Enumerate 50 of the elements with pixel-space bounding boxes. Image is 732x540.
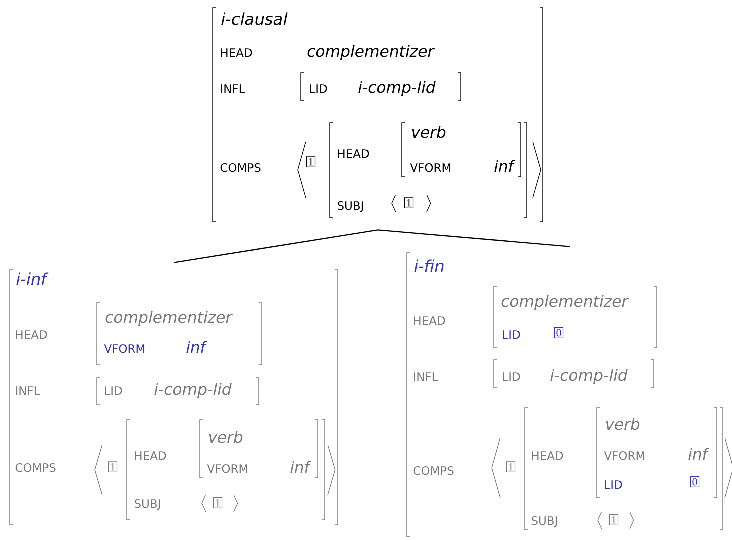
- feature-name: HEAD: [338, 150, 370, 158]
- feature-value: verb: [209, 431, 243, 444]
- tag-box: 1: [506, 462, 516, 472]
- feature-value: verb: [606, 418, 640, 430]
- tree-line: [174, 230, 378, 264]
- feature-name: COMPS: [414, 466, 454, 476]
- tag-box: 1: [108, 462, 118, 472]
- feature-name: SUBJ: [532, 516, 558, 528]
- feature-name: INFL: [221, 84, 246, 93]
- feature-name: COMPS: [16, 463, 56, 472]
- tag-box: 0: [690, 476, 700, 488]
- feature-name: SUBJ: [134, 499, 160, 510]
- tag-box: 1: [404, 198, 414, 208]
- tag-box: 1: [213, 498, 223, 508]
- type-label: i-inf: [16, 272, 49, 285]
- feature-name: HEAD: [221, 48, 252, 57]
- feature-value: inf: [688, 448, 710, 460]
- feature-name: VFORM: [410, 163, 451, 172]
- feature-name: LID: [503, 330, 520, 339]
- feature-value: inf: [494, 160, 516, 172]
- feature-value: i-comp-lid: [154, 383, 232, 398]
- feature-value: complementizer: [308, 45, 436, 60]
- feature-name: HEAD: [135, 452, 166, 460]
- feature-name: LID: [105, 386, 122, 395]
- feature-value: complementizer: [106, 311, 234, 326]
- tag-box: 1: [609, 514, 619, 526]
- feature-value: i-comp-lid: [550, 369, 628, 384]
- feature-value: inf: [186, 341, 208, 353]
- feature-name: HEAD: [414, 316, 446, 325]
- feature-name: VFORM: [604, 451, 645, 460]
- feature-name: VFORM: [207, 464, 248, 474]
- tag-box: 1: [306, 156, 316, 168]
- feature-name: COMPS: [220, 163, 261, 172]
- tag-box: 0: [554, 327, 564, 338]
- type-label: i-clausal: [222, 12, 288, 26]
- feature-name: INFL: [16, 386, 40, 395]
- feature-name: LID: [605, 480, 622, 489]
- feature-value: verb: [412, 126, 446, 138]
- feature-name: HEAD: [532, 452, 564, 460]
- feature-value: i-comp-lid: [358, 81, 436, 96]
- feature-value: complementizer: [502, 295, 630, 310]
- feature-name: HEAD: [16, 330, 48, 339]
- feature-name: INFL: [414, 372, 438, 381]
- feature-name: LID: [503, 372, 520, 381]
- feature-value: inf: [290, 461, 312, 473]
- feature-name: LID: [310, 84, 328, 93]
- feature-name: SUBJ: [338, 201, 364, 212]
- feature-name: VFORM: [104, 344, 145, 354]
- tree-line: [378, 230, 570, 248]
- type-label: i-fin: [414, 260, 444, 272]
